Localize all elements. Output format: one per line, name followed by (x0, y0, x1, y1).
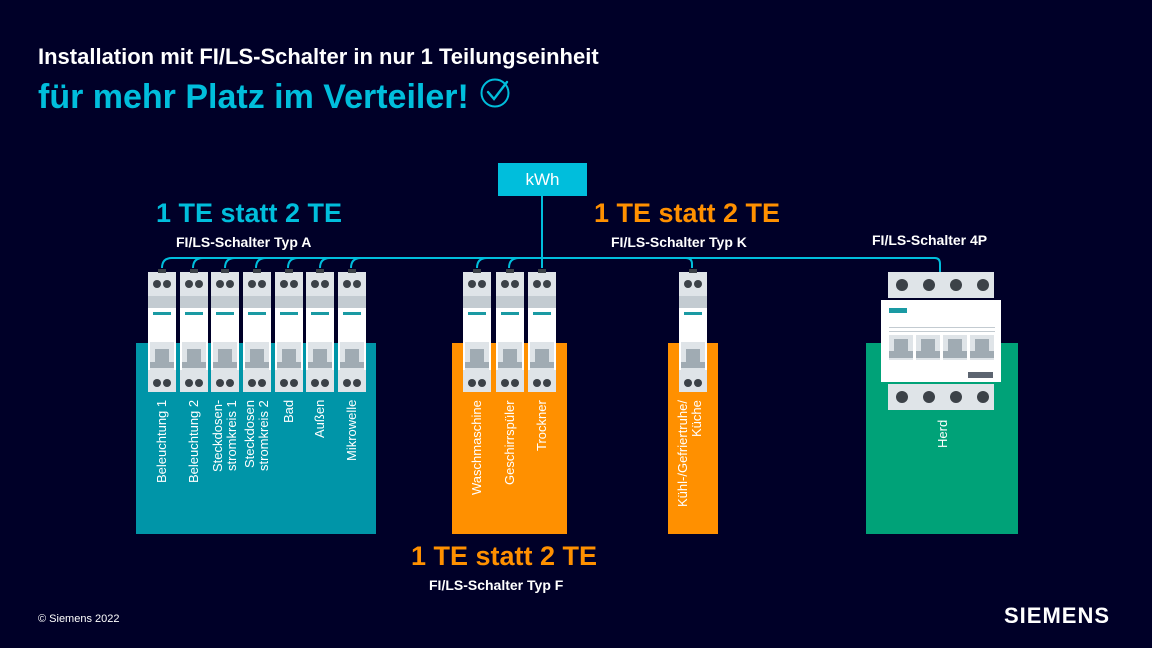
breaker-typ-f-2 (496, 269, 524, 392)
breaker-typ-f-3 (528, 269, 556, 392)
switch-lever (943, 335, 967, 360)
typ-f-headline: 1 TE statt 2 TE (411, 541, 598, 571)
circuit-label: Geschirrspüler (502, 400, 517, 485)
terminal-icon (977, 279, 989, 291)
circuit-label: Außen (312, 400, 327, 439)
circuit-label: Herd (935, 420, 950, 449)
circuit-label: Steckdosen stromkreis 2 (242, 400, 271, 471)
terminal-icon (896, 279, 908, 291)
4p-label: FI/LS-Schalter 4P (872, 232, 988, 248)
4p-breaker (881, 272, 1001, 410)
switch-lever (916, 335, 940, 360)
circuit-label: Beleuchtung 1 (154, 400, 169, 484)
breaker-typ-a-1 (148, 269, 176, 392)
breaker-typ-f-1 (463, 269, 491, 392)
typ-a-headline: 1 TE statt 2 TE (156, 198, 343, 228)
typ-k-headline: 1 TE statt 2 TE (594, 198, 781, 228)
terminal-icon (950, 279, 962, 291)
breaker-typ-a-6 (306, 269, 334, 392)
breaker-typ-a-2 (180, 269, 208, 392)
breaker-typ-a-7 (338, 269, 366, 392)
circuit-label: Kühl-/Gefriertruhe/ Küche (675, 400, 704, 507)
breaker-typ-a-3 (211, 269, 239, 392)
subheadline: für mehr Platz im Verteiler! (38, 77, 511, 118)
kwh-meter: kWh (498, 163, 587, 196)
terminal-icon (923, 279, 935, 291)
circuit-label: Trockner (534, 400, 549, 451)
terminal-icon (896, 391, 908, 403)
switch-lever (889, 335, 913, 360)
typ-k-label: FI/LS-Schalter Typ K (611, 234, 747, 250)
circuit-label: Waschmaschine (469, 400, 484, 495)
circuit-label: Steckdosen- stromkreis 1 (210, 400, 239, 473)
terminal-icon (950, 391, 962, 403)
circuit-label: Bad (281, 400, 296, 424)
check-circle-icon (479, 77, 511, 118)
switch-lever (970, 335, 994, 360)
circuit-label: Beleuchtung 2 (186, 400, 201, 484)
breaker-typ-a-4 (243, 269, 271, 392)
breaker-typ-k-1 (679, 269, 707, 392)
siemens-logo: SIEMENS (1004, 603, 1111, 628)
copyright: © Siemens 2022 (38, 613, 120, 625)
circuit-label: Mikrowelle (344, 400, 359, 462)
terminal-icon (977, 391, 989, 403)
subheadline-text: für mehr Platz im Verteiler! (38, 78, 469, 116)
kwh-label: kWh (525, 169, 560, 189)
breaker-typ-a-5 (275, 269, 303, 392)
typ-a-label: FI/LS-Schalter Typ A (176, 234, 312, 250)
terminal-icon (923, 391, 935, 403)
typ-f-label: FI/LS-Schalter Typ F (429, 577, 564, 593)
headline: Installation mit FI/LS-Schalter in nur 1… (38, 44, 599, 69)
